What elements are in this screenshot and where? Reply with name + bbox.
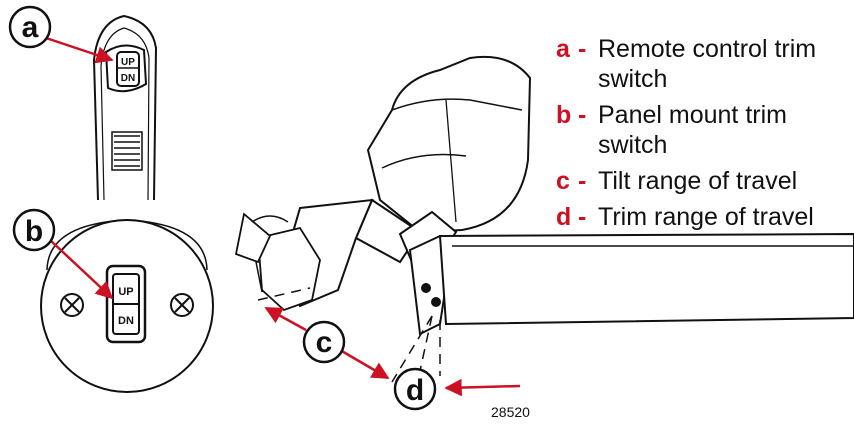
remote-switch-down-label: DN (121, 73, 135, 84)
remote-trim-switch: UP DN (116, 51, 140, 87)
svg-text:b: b (25, 215, 43, 248)
legend-dash: - (578, 35, 587, 63)
panel-trim-switch: UP DN (105, 264, 147, 344)
legend-text: Tilt range of travel (598, 167, 798, 195)
svg-text:a: a (22, 11, 39, 44)
outboard-motor (234, 55, 854, 336)
callout-d: d (393, 367, 437, 411)
figure-number: 28520 (491, 404, 530, 420)
legend-key: b (556, 101, 572, 129)
legend-item-d: d - Trim range of travel (556, 202, 852, 232)
legend-text: Trim range of travel (598, 203, 814, 231)
callout-c: c (302, 320, 346, 364)
svg-text:d: d (406, 374, 424, 407)
legend-key: a (556, 35, 570, 63)
callout-a: a (8, 5, 52, 49)
legend-dash: - (578, 167, 587, 195)
legend-item-b: b - Panel mount trim switch (556, 100, 852, 160)
arrow-c-right (339, 348, 390, 380)
callout-b: b (12, 208, 56, 252)
arrow-d (444, 378, 521, 397)
remote-switch-up-label: UP (121, 57, 135, 68)
callout-arrows (45, 36, 521, 397)
remote-control-handle (92, 14, 158, 201)
mounting-screw-left (60, 293, 84, 317)
legend-key: c (556, 167, 570, 195)
arrow-c-left (264, 306, 307, 332)
legend-text: Panel mount trim switch (598, 101, 787, 159)
legend-dash: - (578, 101, 587, 129)
arrow-a (45, 36, 114, 64)
boat-hull (438, 232, 854, 326)
legend-key: d (556, 203, 572, 231)
legend-text: Remote control trim switch (598, 35, 817, 93)
panel-switch-up-label: UP (118, 286, 133, 298)
mounting-screw-right (170, 293, 194, 317)
propeller (234, 212, 272, 264)
legend-dash: - (578, 203, 587, 231)
legend-item-c: c - Tilt range of travel (556, 166, 852, 196)
legend: a - Remote control trim switch b - Panel… (556, 34, 852, 238)
legend-item-a: a - Remote control trim switch (556, 34, 852, 94)
arrow-b (49, 239, 114, 300)
panel-switch-down-label: DN (118, 315, 134, 327)
svg-text:c: c (316, 326, 333, 359)
